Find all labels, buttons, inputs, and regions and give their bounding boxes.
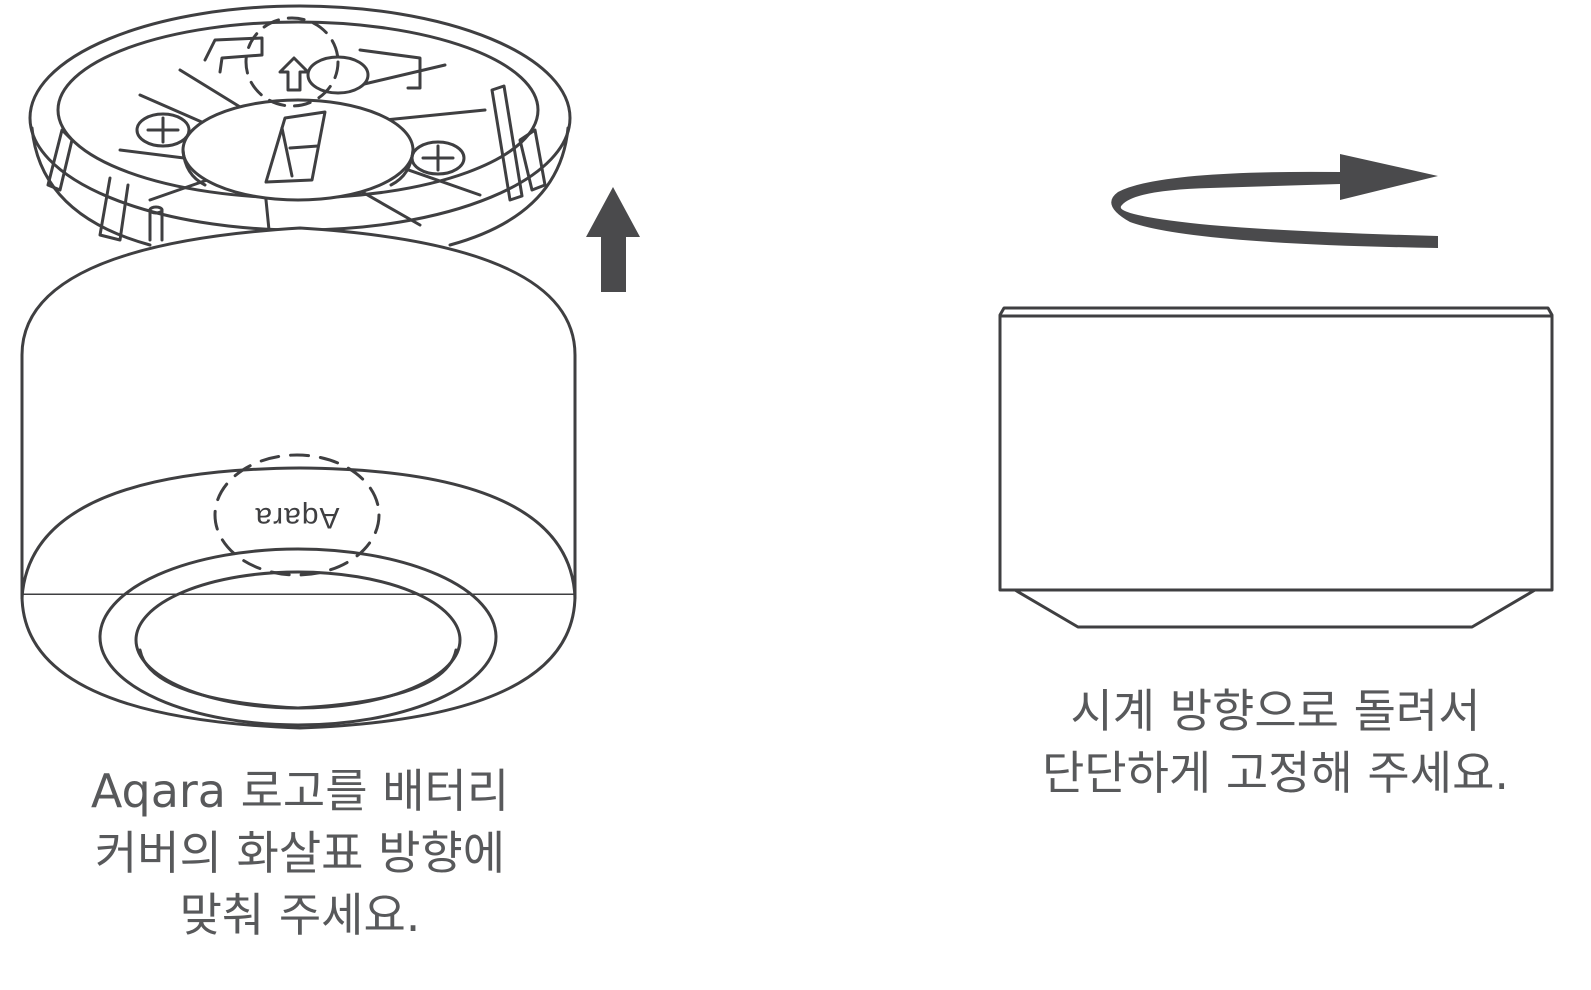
clockwise-rotate-arrow-icon <box>1111 154 1438 248</box>
step-1-panel: Aqara Aqara 로고를 배터리 커버의 화살표 방향에 맞춰 주세요. <box>0 0 640 990</box>
caption-line: 맞춰 주세요. <box>179 888 421 942</box>
sensor-side-view <box>998 306 1554 629</box>
caption-line: 단단하게 고정해 주세요. <box>1041 746 1510 800</box>
clockwise-lock-illustration <box>998 154 1554 629</box>
battery-cover-alignment-illustration: Aqara <box>20 4 640 730</box>
caption-line: 시계 방향으로 돌려서 <box>1070 684 1481 738</box>
caption-line: 커버의 화살표 방향에 <box>94 826 506 880</box>
step-2-caption: 시계 방향으로 돌려서 단단하게 고정해 주세요. <box>960 680 1591 804</box>
battery-cover <box>28 4 572 247</box>
aqara-logo-text: Aqara <box>254 501 339 534</box>
dashed-logo-circle-icon <box>213 453 381 577</box>
sensor-body <box>20 226 577 730</box>
up-arrow-icon <box>586 187 640 292</box>
step-2-panel: 시계 방향으로 돌려서 단단하게 고정해 주세요. <box>960 0 1591 990</box>
caption-line: Aqara 로고를 배터리 <box>90 764 510 818</box>
step-1-caption: Aqara 로고를 배터리 커버의 화살표 방향에 맞춰 주세요. <box>0 760 600 946</box>
dashed-alignment-circle-icon <box>244 16 340 108</box>
